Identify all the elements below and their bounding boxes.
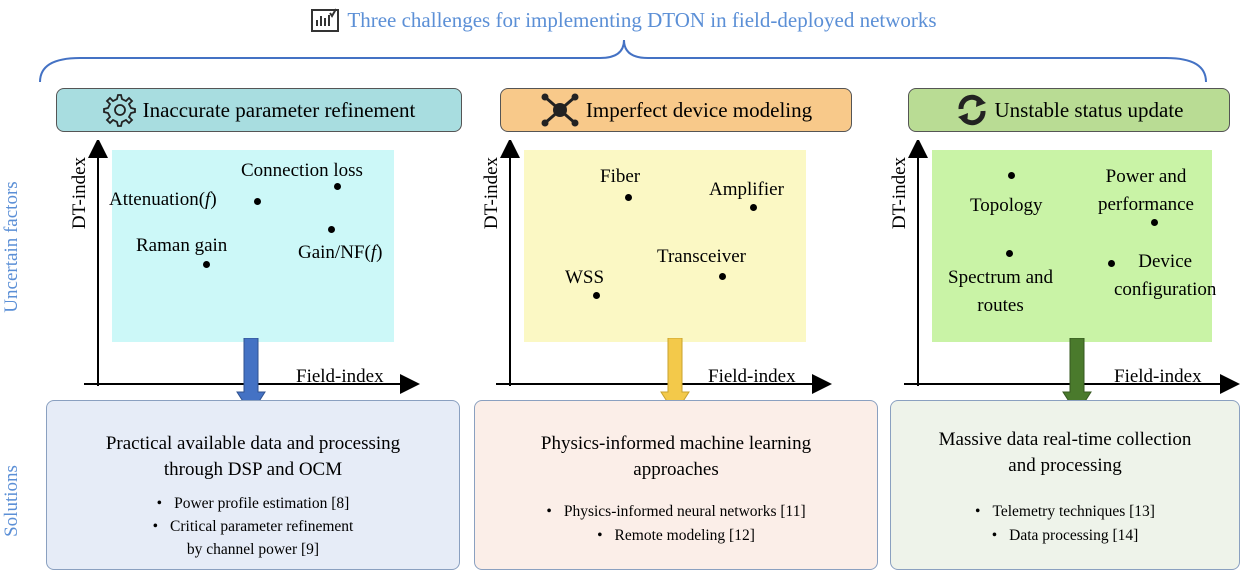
point-label: Amplifier [709, 179, 784, 200]
data-point [254, 198, 261, 205]
solutions-label: Solutions [1, 465, 22, 537]
point-label: Attenuation(f) [109, 189, 217, 210]
solution-title: Massive data real-time collection [938, 429, 1192, 450]
point-label: Gain/NF(f) [298, 242, 383, 263]
plot-area [112, 150, 394, 342]
header-unstable-status-update: Unstable status update [908, 88, 1230, 132]
solution-box: Massive data real-time collection and pr… [890, 400, 1240, 570]
solution-title: Practical available data and processing [105, 433, 401, 454]
x-axis-label: Field-index [1114, 366, 1202, 387]
point-label: Power and performance [1098, 166, 1194, 215]
solution-bullet: •Data processing [14] [991, 527, 1139, 544]
data-point [593, 292, 600, 299]
data-point [750, 204, 757, 211]
data-point [1108, 260, 1115, 267]
point-label: WSS [565, 267, 605, 288]
plot-axes [904, 140, 1240, 394]
network-hub-icon [541, 93, 579, 127]
chart-icon [311, 8, 340, 32]
data-point [1008, 172, 1015, 179]
solution-title: through DSP and OCM [163, 459, 343, 480]
point-label: Transceiver [657, 246, 746, 267]
data-point [328, 226, 335, 233]
x-axis-label: Field-index [708, 366, 796, 387]
uncertain-factors-label: Uncertain factors [1, 181, 22, 313]
point-label: Topology [970, 195, 1043, 216]
data-point [334, 183, 341, 190]
solution-bullet: •Critical parameter refinement [152, 518, 354, 535]
point-label: Spectrum and routes [948, 267, 1054, 316]
data-point [1151, 219, 1158, 226]
point-label: Device configuration [1114, 251, 1217, 300]
y-axis-label: DT-index [69, 156, 90, 230]
point-label: Fiber [600, 166, 641, 187]
header-label: Unstable status update [994, 97, 1184, 122]
header-inaccurate-parameter-refinement: Inaccurate parameter refinement [56, 88, 462, 132]
data-point [203, 261, 210, 268]
solution-box: Practical available data and processing … [46, 400, 460, 570]
solution-bullet: •Telemetry techniques [13] [975, 503, 1155, 520]
grouping-brace [39, 39, 1207, 83]
solution-bullet: •Remote modeling [12] [597, 527, 755, 544]
plot-area [524, 150, 806, 342]
solution-box: Physics-informed machine learning approa… [474, 400, 878, 570]
gear-icon [102, 94, 136, 127]
data-point [1006, 250, 1013, 257]
solution-bullet: •Power profile estimation [8] [156, 495, 350, 512]
header-label: Inaccurate parameter refinement [142, 97, 416, 122]
solution-title: Physics-informed machine learning [540, 433, 812, 454]
solution-title: approaches [633, 459, 719, 480]
data-point [719, 273, 726, 280]
point-label: Connection loss [241, 160, 363, 181]
data-point [625, 194, 632, 201]
solution-title: and processing [1008, 455, 1122, 476]
header-imperfect-device-modeling: Imperfect device modeling [500, 88, 852, 132]
y-axis-label: DT-index [481, 156, 502, 230]
solution-bullet-continuation: by channel power [9] [186, 541, 320, 558]
header-label: Imperfect device modeling [585, 97, 813, 122]
x-axis-label: Field-index [296, 366, 384, 387]
solution-bullet: •Physics-informed neural networks [11] [546, 503, 806, 520]
refresh-icon [957, 94, 986, 126]
point-label: Raman gain [136, 235, 228, 256]
title-text: Three challenges for implementing DTON i… [347, 7, 937, 32]
figure-title: Three challenges for implementing DTON i… [0, 0, 1248, 40]
y-axis-label: DT-index [889, 156, 910, 230]
plot-area [932, 150, 1212, 342]
plot-axes [496, 140, 832, 394]
